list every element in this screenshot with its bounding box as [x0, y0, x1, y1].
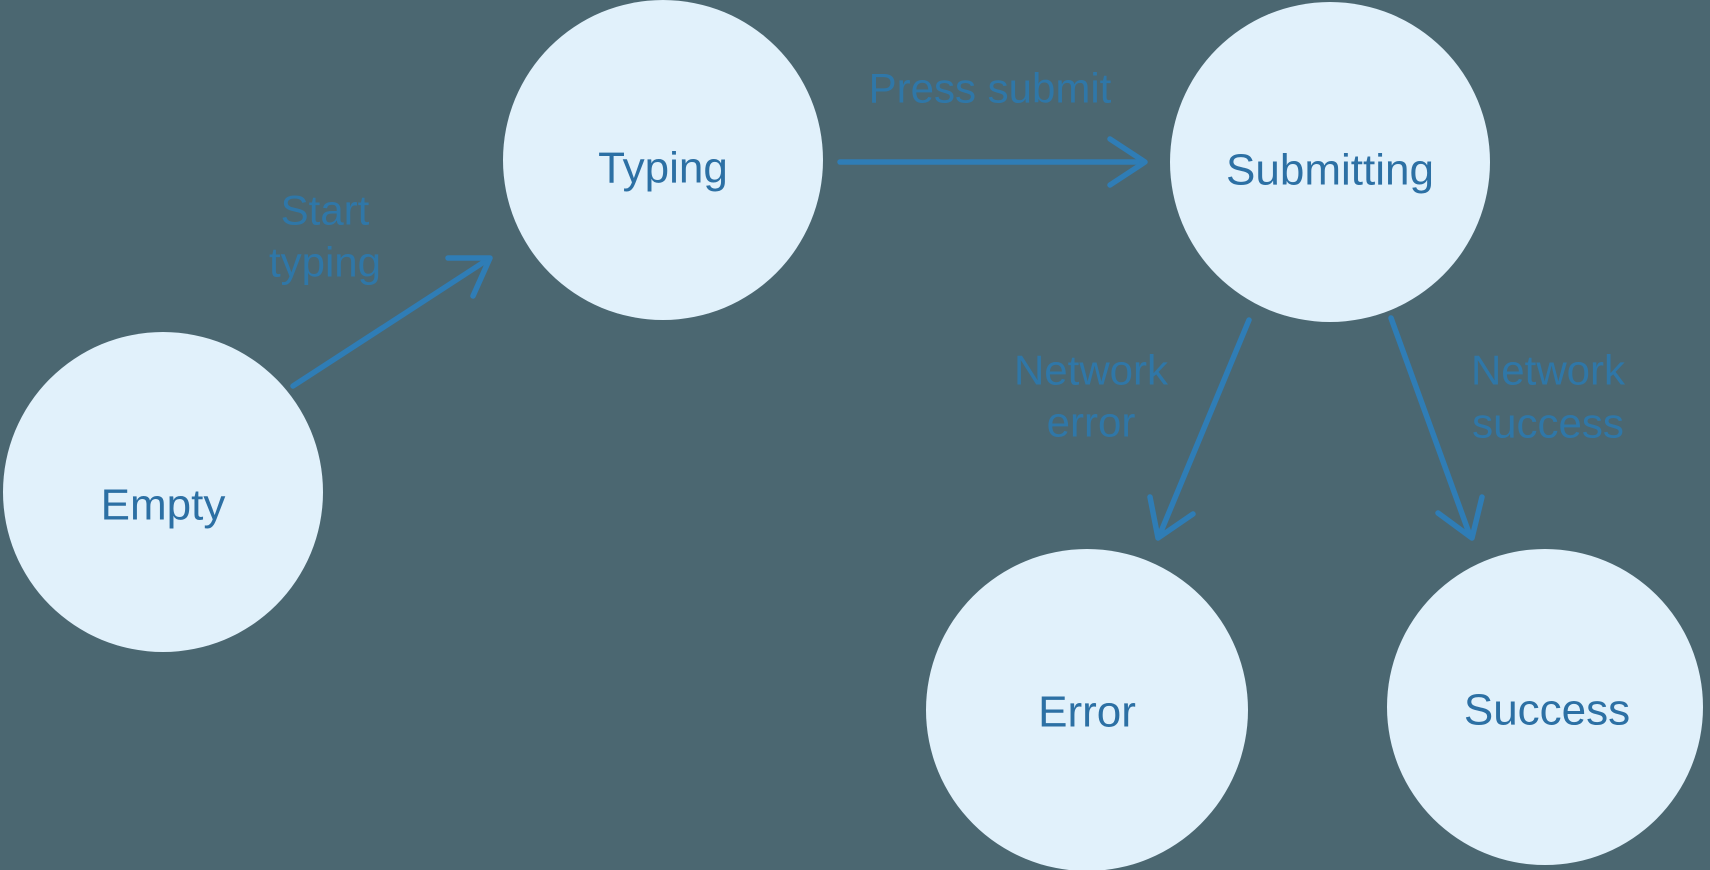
network-error-arrowhead-icon — [1147, 494, 1196, 541]
network-error-arrow-shaft — [1157, 317, 1252, 537]
empty-circle — [3, 332, 323, 652]
edge-start-typing: Start typing — [269, 187, 493, 389]
edge-label-network-error-line1: Network — [1014, 347, 1169, 394]
edge-label-network-error-line2: error — [1047, 399, 1136, 446]
success-label: Success — [1464, 686, 1630, 735]
node-submitting: Submitting — [1170, 2, 1490, 322]
start-typing-arrow-shaft — [290, 257, 490, 389]
edge-label-network-success-line1: Network — [1471, 347, 1626, 394]
press-submit-arrowhead-icon — [1107, 136, 1148, 188]
node-typing: Typing — [503, 0, 823, 320]
edge-press-submit: Press submit — [837, 65, 1148, 188]
node-error: Error — [926, 549, 1248, 870]
edge-label-press-submit: Press submit — [869, 65, 1112, 112]
typing-circle — [503, 0, 823, 320]
node-empty: Empty — [3, 332, 323, 652]
submitting-label: Submitting — [1226, 146, 1434, 195]
edge-label-network-success-line2: success — [1472, 400, 1624, 447]
empty-label: Empty — [101, 481, 226, 530]
edge-network-success: Network success — [1388, 315, 1626, 541]
submitting-circle — [1170, 2, 1490, 322]
network-success-arrowhead-icon — [1435, 494, 1485, 541]
edge-label-start-typing-line1: Start — [281, 187, 370, 234]
network-success-arrow-shaft — [1388, 315, 1472, 536]
edge-label-start-typing-line2: typing — [269, 239, 381, 286]
start-typing-arrowhead-icon — [445, 255, 493, 299]
error-label: Error — [1038, 688, 1136, 737]
node-success: Success — [1387, 549, 1703, 865]
error-circle — [926, 549, 1248, 870]
success-circle — [1387, 549, 1703, 865]
edge-network-error: Network error — [1014, 317, 1252, 541]
typing-label: Typing — [598, 144, 728, 193]
